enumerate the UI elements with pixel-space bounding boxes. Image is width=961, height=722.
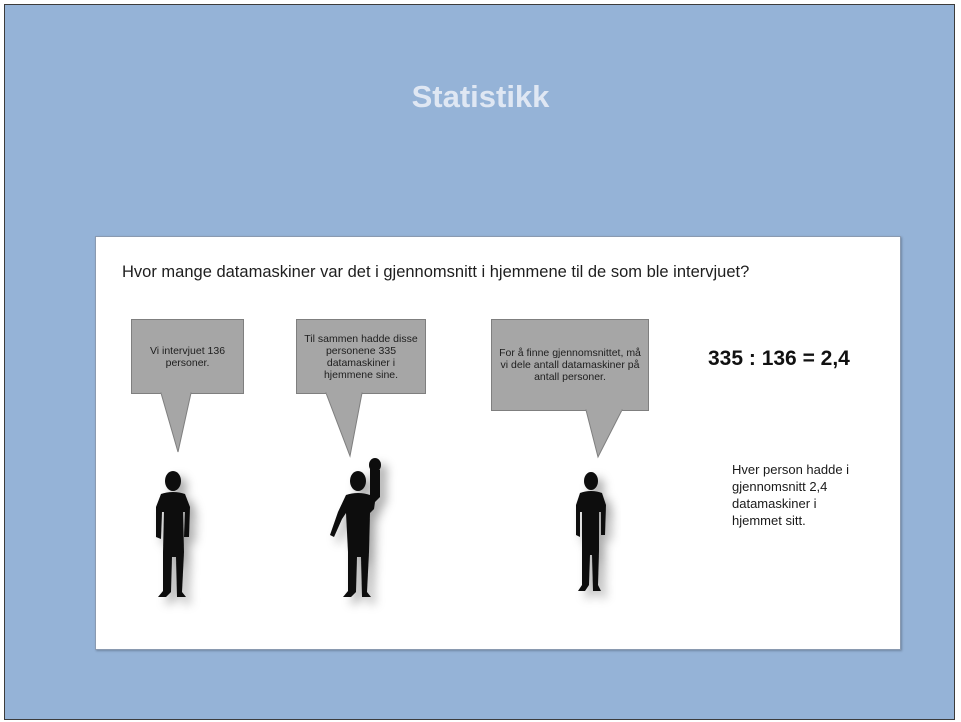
speech-bubble-1: Vi intervjuet 136 personer. (131, 319, 244, 394)
speech-bubble-2-text: Til sammen hadde disse personene 335 dat… (304, 332, 418, 381)
speech-bubble-2-tail (325, 392, 363, 458)
person-raised-fist-silhouette-icon (330, 458, 381, 597)
content-panel: Hvor mange datamaskiner var det i gjenno… (95, 236, 901, 650)
speech-bubble-3-text: For å finne gjennomsnittet, må vi dele a… (499, 347, 641, 383)
slide: Statistikk Hvor mange datamaskiner var d… (4, 4, 955, 720)
speech-bubble-2: Til sammen hadde disse personene 335 dat… (296, 319, 426, 394)
person-silhouette-icon (156, 471, 190, 597)
speech-bubble-1-text: Vi intervjuet 136 personer. (149, 344, 226, 369)
speech-bubble-1-tail (160, 392, 192, 453)
speech-bubble-3-tail (585, 409, 623, 459)
conclusion-text: Hver person hadde i gjennomsnitt 2,4 dat… (732, 462, 850, 528)
equation: 335 : 136 = 2,4 (708, 347, 850, 370)
question-text: Hvor mange datamaskiner var det i gjenno… (122, 263, 750, 281)
person-silhouette-icon (576, 472, 606, 591)
speech-bubble-3: For å finne gjennomsnittet, må vi dele a… (491, 319, 649, 411)
slide-title: Statistikk (411, 79, 550, 114)
